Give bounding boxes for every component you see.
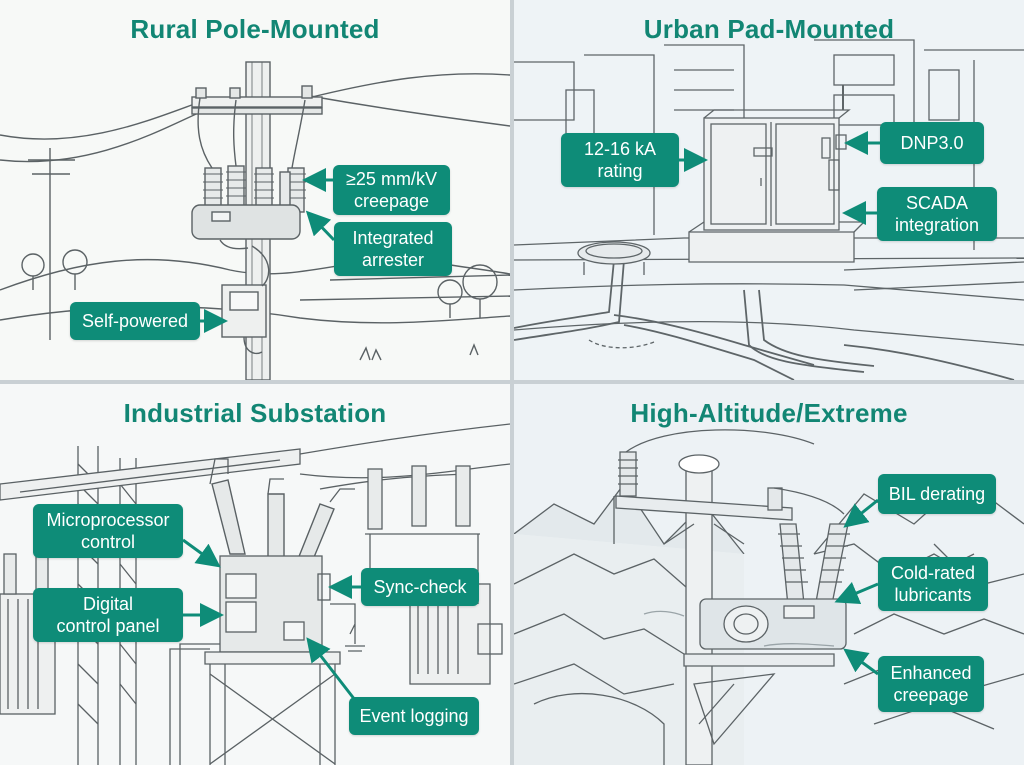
microprocessor-callout: Microprocessor control xyxy=(33,504,183,558)
creepage-callout: ≥25 mm/kV creepage xyxy=(333,165,450,215)
rating-callout: 12-16 kA rating xyxy=(561,133,679,187)
self-powered-callout: Self-powered xyxy=(70,302,200,340)
scada-callout: SCADA integration xyxy=(877,187,997,241)
sync-check-callout: Sync-check xyxy=(361,568,479,606)
cold-lubricants-callout: Cold-rated lubricants xyxy=(878,557,988,611)
horizontal-divider xyxy=(0,380,1024,384)
enhanced-creepage-label-line2: creepage xyxy=(893,685,969,705)
rural-title: Rural Pole-Mounted xyxy=(130,14,380,44)
rural-pole-mounted-panel: Rural Pole-Mounted ≥25 mm/kV creepage In… xyxy=(0,0,510,380)
urban-scene-illustration xyxy=(514,39,1024,380)
bil-derating-label: BIL derating xyxy=(888,484,986,504)
creepage-label-line1: ≥25 mm/kV xyxy=(346,169,437,189)
cold-lubricants-label-line2: lubricants xyxy=(894,585,972,605)
creepage-label-line2: creepage xyxy=(353,191,430,211)
digital-panel-callout: Digital control panel xyxy=(33,588,183,642)
arrester-label-line2: arrester xyxy=(361,250,424,270)
arrester-label-line1: Integrated xyxy=(352,228,434,248)
digital-panel-label-line2: control panel xyxy=(56,616,160,636)
urban-title: Urban Pad-Mounted xyxy=(643,14,895,44)
digital-panel-label-line1: Digital xyxy=(82,594,133,614)
enhanced-creepage-label-line1: Enhanced xyxy=(890,663,972,683)
high-altitude-extreme-panel: High-Altitude/Extreme BIL derating Cold-… xyxy=(514,384,1024,765)
microprocessor-label-line2: control xyxy=(80,532,136,552)
bil-derating-callout: BIL derating xyxy=(878,474,996,514)
industrial-substation-panel: Industrial Substation Microprocessor con… xyxy=(0,384,510,765)
arrester-callout: Integrated arrester xyxy=(334,222,452,276)
rating-label-line2: rating xyxy=(597,161,643,181)
enhanced-creepage-callout: Enhanced creepage xyxy=(878,656,984,712)
rating-label-line1: 12-16 kA xyxy=(583,139,657,159)
sync-check-label: Sync-check xyxy=(373,577,467,597)
event-logging-label: Event logging xyxy=(359,706,469,726)
scada-label-line1: SCADA xyxy=(905,193,968,213)
event-logging-callout: Event logging xyxy=(349,697,479,735)
dnp-label: DNP3.0 xyxy=(900,133,964,153)
scada-label-line2: integration xyxy=(894,215,980,235)
microprocessor-label-line1: Microprocessor xyxy=(46,510,170,530)
cold-lubricants-label-line1: Cold-rated xyxy=(890,563,976,583)
dnp-callout: DNP3.0 xyxy=(880,122,984,164)
industrial-title: Industrial Substation xyxy=(123,398,387,428)
urban-pad-mounted-panel: Urban Pad-Mounted 12-16 kA rating DNP3.0… xyxy=(514,0,1024,380)
altitude-title: High-Altitude/Extreme xyxy=(630,398,908,428)
rural-scene-illustration xyxy=(0,61,510,380)
self-powered-label: Self-powered xyxy=(81,311,189,331)
